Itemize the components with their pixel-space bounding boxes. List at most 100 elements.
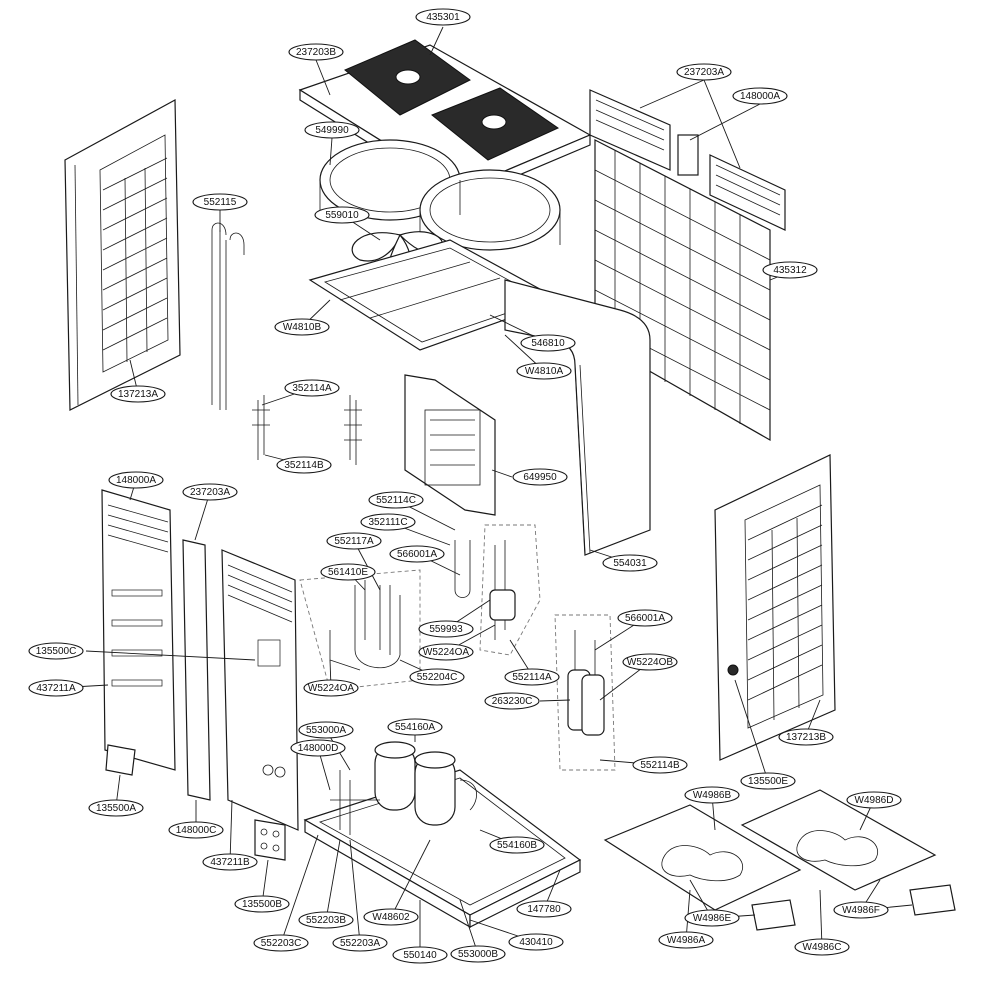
part-label-w4810a: W4810A bbox=[516, 362, 572, 380]
label-text: W4986D bbox=[855, 795, 894, 806]
part-label-554160a: 554160A bbox=[387, 718, 443, 736]
part-label-148000a_top: 148000A bbox=[732, 87, 788, 105]
part-label-135500e: 135500E bbox=[740, 772, 796, 790]
part-label-137213a: 137213A bbox=[110, 385, 166, 403]
fan-shrouds bbox=[319, 139, 561, 251]
label-bubble bbox=[332, 934, 388, 952]
part-label-147780: 147780 bbox=[516, 900, 572, 918]
part-label-552114a: 552114A bbox=[504, 668, 560, 686]
label-bubble bbox=[234, 895, 290, 913]
label-text: 552114B bbox=[640, 760, 680, 771]
label-bubble bbox=[516, 362, 572, 380]
part-label-552203a: 552203A bbox=[332, 934, 388, 952]
label-bubble bbox=[274, 318, 330, 336]
label-text: 553000A bbox=[306, 725, 346, 736]
compressor-left bbox=[374, 741, 416, 811]
part-label-237203b: 237203B bbox=[288, 43, 344, 61]
label-bubble bbox=[622, 653, 678, 671]
small-cover-135500A bbox=[105, 744, 136, 776]
label-text: 430410 bbox=[519, 937, 553, 948]
part-label-w4986d: W4986D bbox=[846, 791, 902, 809]
label-text: W5224OB bbox=[627, 657, 673, 668]
part-label-w5224oa_mid: W5224OA bbox=[418, 643, 474, 661]
left-side-panel bbox=[64, 98, 181, 411]
label-bubble bbox=[389, 545, 445, 563]
terminal-plate-135500B bbox=[254, 819, 286, 861]
part-label-552114b: 552114B bbox=[632, 756, 688, 774]
control-box bbox=[404, 374, 496, 516]
label-text: W4810B bbox=[283, 322, 322, 333]
part-label-435301: 435301 bbox=[415, 8, 471, 26]
label-text: 552117A bbox=[334, 536, 374, 547]
label-text: 263230C bbox=[492, 696, 533, 707]
label-bubble bbox=[484, 692, 540, 710]
label-bubble bbox=[418, 620, 474, 638]
part-label-552114c: 552114C bbox=[368, 491, 424, 509]
part-label-237203a_top: 237203A bbox=[676, 63, 732, 81]
label-bubble bbox=[632, 756, 688, 774]
part-label-135500b: 135500B bbox=[234, 895, 290, 913]
part-label-237203a_left: 237203A bbox=[182, 483, 238, 501]
label-bubble bbox=[415, 8, 471, 26]
bottom-plate-right bbox=[740, 789, 937, 891]
part-label-552204c: 552204C bbox=[409, 668, 465, 686]
label-bubble bbox=[740, 772, 796, 790]
label-text: 552203B bbox=[306, 915, 346, 926]
label-bubble bbox=[602, 554, 658, 572]
part-label-437211a: 437211A bbox=[28, 679, 84, 697]
label-text: 352114A bbox=[292, 383, 332, 394]
part-label-559993: 559993 bbox=[418, 620, 474, 638]
label-bubble bbox=[778, 728, 834, 746]
accumulator-assembly bbox=[554, 614, 616, 771]
label-text: 552114A bbox=[512, 672, 552, 683]
label-bubble bbox=[684, 909, 740, 927]
label-bubble bbox=[684, 786, 740, 804]
label-text: 437211A bbox=[36, 683, 76, 694]
front-panel-right bbox=[221, 549, 299, 831]
label-text: 352111C bbox=[368, 517, 407, 528]
label-bubble bbox=[28, 679, 84, 697]
label-bubble bbox=[298, 721, 354, 739]
part-label-553000b: 553000B bbox=[450, 945, 506, 963]
label-bubble bbox=[516, 900, 572, 918]
label-bubble bbox=[658, 931, 714, 949]
part-label-566001a_right: 566001A bbox=[617, 609, 673, 627]
hanging-tube bbox=[211, 222, 245, 410]
part-label-148000c: 148000C bbox=[168, 821, 224, 839]
part-label-552203c: 552203C bbox=[253, 934, 309, 952]
label-bubble bbox=[88, 799, 144, 817]
label-bubble bbox=[418, 643, 474, 661]
part-label-w5224oa_left: W5224OA bbox=[303, 679, 359, 697]
center-pillar bbox=[182, 539, 211, 801]
label-bubble bbox=[368, 491, 424, 509]
label-bubble bbox=[833, 901, 889, 919]
label-text: W5224OA bbox=[308, 683, 354, 694]
part-label-w48602: W48602 bbox=[363, 908, 419, 926]
label-text: 135500B bbox=[242, 899, 282, 910]
part-label-552115: 552115 bbox=[192, 193, 248, 211]
label-text: W4986F bbox=[842, 905, 880, 916]
label-text: 437211B bbox=[210, 857, 250, 868]
part-label-135500c: 135500C bbox=[28, 642, 84, 660]
small-bracket-W4986F bbox=[909, 884, 956, 916]
label-bubble bbox=[504, 668, 560, 686]
label-text: W4986B bbox=[693, 790, 732, 801]
part-label-554160b: 554160B bbox=[489, 836, 545, 854]
part-label-148000d: 148000D bbox=[290, 739, 346, 757]
label-bubble bbox=[202, 853, 258, 871]
label-text: 552115 bbox=[204, 197, 237, 208]
label-text: 549990 bbox=[315, 125, 349, 136]
label-bubble bbox=[489, 836, 545, 854]
base-piping bbox=[330, 770, 477, 835]
part-label-435312: 435312 bbox=[762, 261, 818, 279]
part-label-437211b: 437211B bbox=[202, 853, 258, 871]
part-label-w4986a: W4986A bbox=[658, 931, 714, 949]
label-text: 550140 bbox=[403, 950, 437, 961]
part-label-649950: 649950 bbox=[512, 468, 568, 486]
label-bubble bbox=[387, 718, 443, 736]
label-text: W5224OA bbox=[423, 647, 469, 658]
label-text: 435301 bbox=[426, 12, 460, 23]
bracket-rods bbox=[252, 395, 362, 465]
label-bubble bbox=[409, 668, 465, 686]
label-text: 552203A bbox=[340, 938, 380, 949]
